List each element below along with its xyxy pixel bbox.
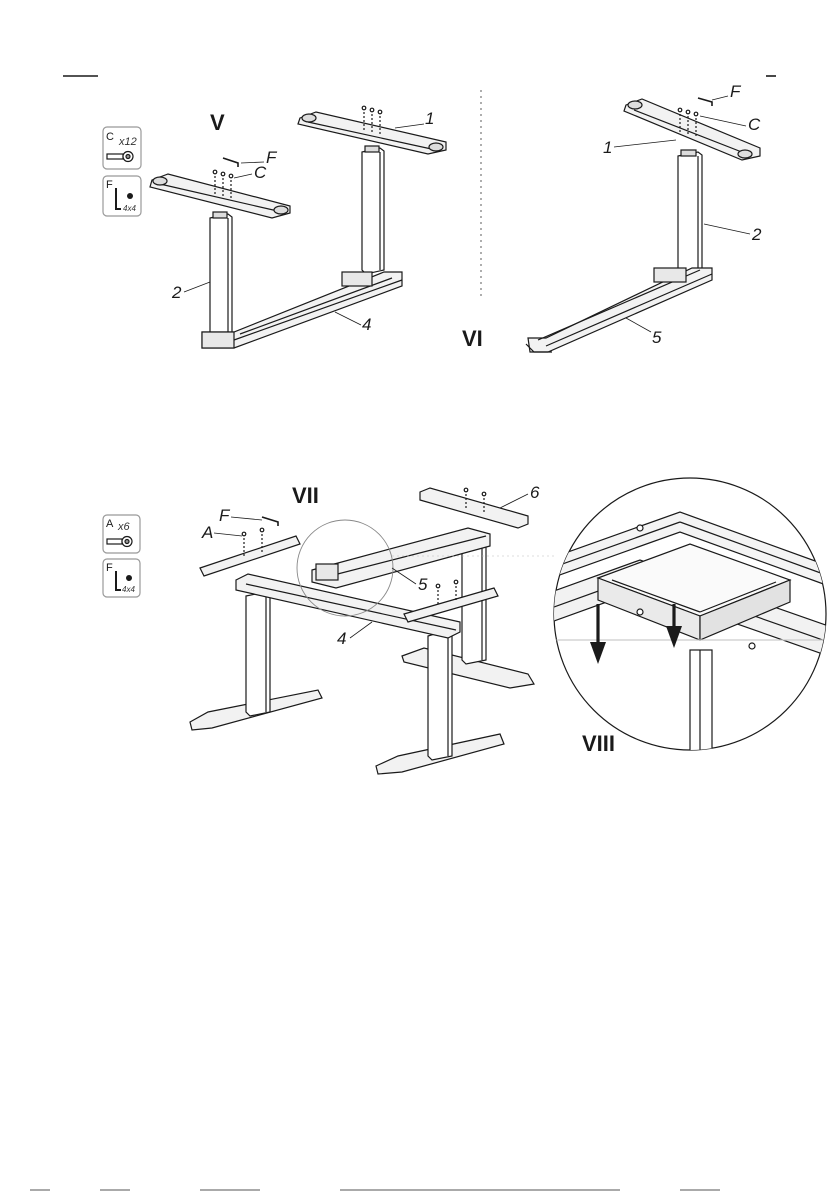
side-bracket-left <box>200 528 300 576</box>
part-c-label-v: C <box>254 163 267 182</box>
part-4-label-v: 4 <box>362 315 371 334</box>
part-2-label-v: 2 <box>171 283 182 302</box>
part-2-label-vi: 2 <box>751 225 762 244</box>
part-1-label-vi: 1 <box>603 138 612 157</box>
hardware-f-size-vii: 4x4 <box>122 585 135 594</box>
step-vi-illustration: VI F C 1 2 5 <box>462 82 762 352</box>
hardware-icon-f: F 4x4 <box>103 176 141 216</box>
side-bracket-6 <box>420 488 528 528</box>
hex-key-drawing-vii <box>262 517 278 526</box>
step-v-label: V <box>210 110 225 135</box>
hardware-c-letter: C <box>106 131 114 143</box>
hex-key-drawing-vi <box>698 98 712 106</box>
column-left <box>210 212 232 342</box>
hardware-f-size: 4x4 <box>123 204 136 213</box>
part-f-label-v: F <box>266 148 278 167</box>
column-vi <box>678 150 702 276</box>
part-5-label-vii: 5 <box>418 575 428 594</box>
hardware-c-qty: x12 <box>118 136 137 148</box>
part-a-label-vii: A <box>201 523 213 542</box>
hardware-icon-f-vii: F 4x4 <box>103 559 140 597</box>
step-viii-detail: VIII <box>540 478 840 760</box>
part-5-label-vi: 5 <box>652 328 662 347</box>
part-6-label-vii: 6 <box>530 483 540 502</box>
base-frame-5 <box>526 268 712 352</box>
hardware-f-letter: F <box>106 179 113 191</box>
hardware-a-letter: A <box>106 518 114 530</box>
part-1-label-v: 1 <box>425 109 434 128</box>
part-4-label-vii: 4 <box>337 629 346 648</box>
step-vii-label: VII <box>292 483 319 508</box>
step-vi-label: VI <box>462 326 483 351</box>
part-c-label-vi: C <box>748 115 761 134</box>
hex-key-drawing-left <box>223 158 238 167</box>
step-v-illustration: C x12 F 4x4 <box>103 106 446 348</box>
hardware-icon-c: C x12 <box>103 127 141 169</box>
part-f-label-vii: F <box>219 506 231 525</box>
desk-leg-left <box>190 592 322 730</box>
column-right <box>362 146 384 274</box>
top-bracket-left <box>150 170 290 218</box>
part-f-label-vi: F <box>730 82 742 101</box>
step-vii-illustration: A x6 F 4x4 <box>103 483 556 774</box>
hardware-icon-a: A x6 <box>103 515 140 553</box>
hardware-a-qty: x6 <box>117 521 131 533</box>
step-viii-label: VIII <box>582 731 615 756</box>
hardware-f-letter-vii: F <box>106 562 113 574</box>
